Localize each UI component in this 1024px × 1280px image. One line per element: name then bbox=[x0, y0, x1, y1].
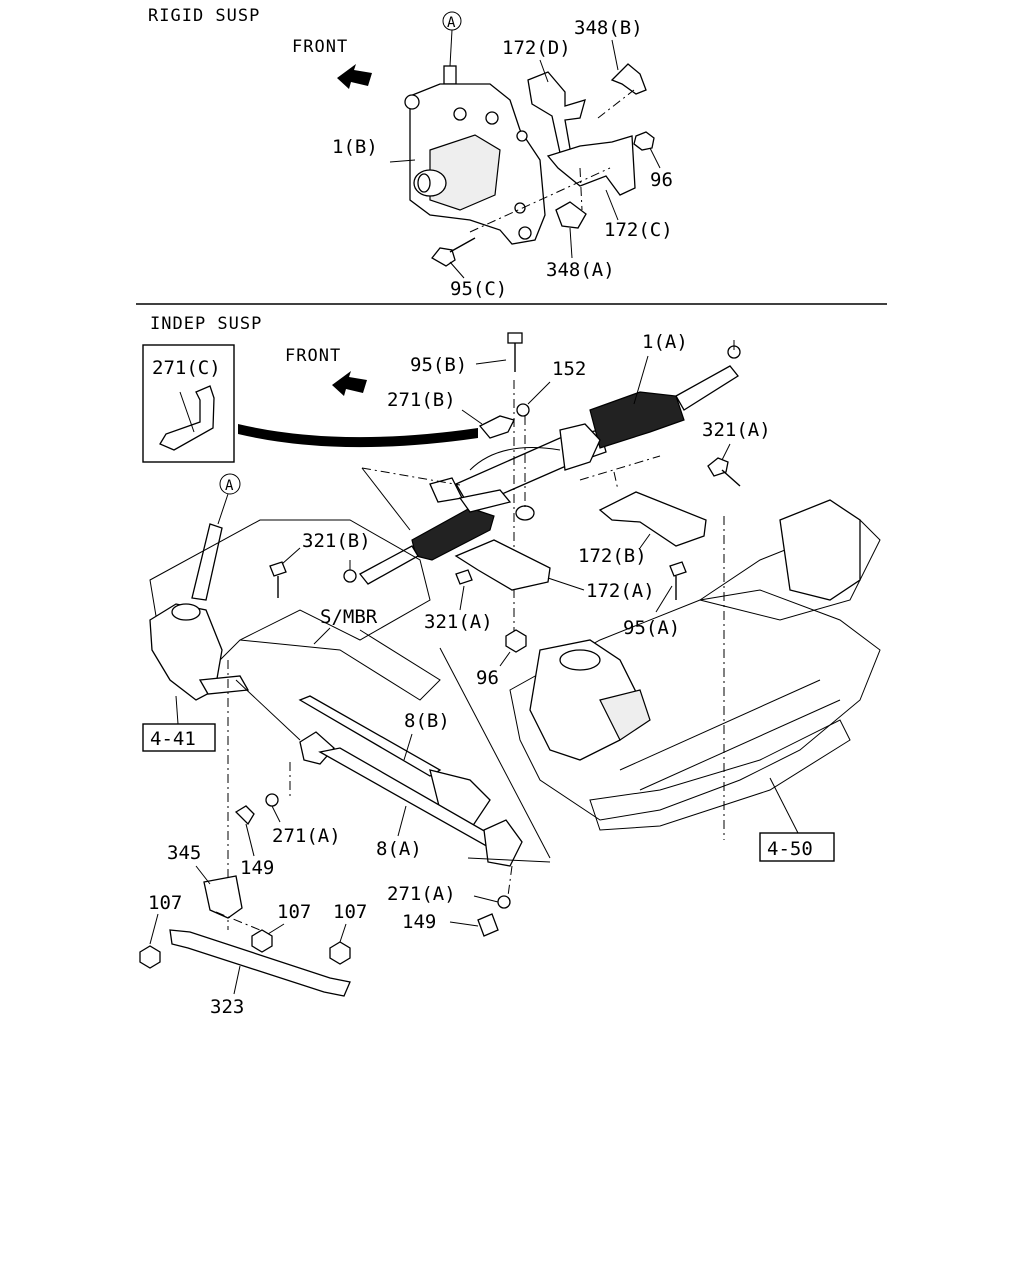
inset-box-271c bbox=[142, 344, 235, 463]
bracket-271b bbox=[478, 415, 515, 439]
bracket-172d bbox=[527, 71, 586, 163]
label-107-right: 107 bbox=[333, 901, 367, 923]
bracket-172b bbox=[598, 491, 707, 547]
label-271c: 271(C) bbox=[152, 357, 221, 379]
label-107-mid: 107 bbox=[277, 901, 311, 923]
label-348b: 348(B) bbox=[574, 17, 643, 39]
label-271b: 271(B) bbox=[387, 389, 456, 411]
front-label-top: FRONT bbox=[292, 37, 348, 57]
front-label-bottom: FRONT bbox=[285, 346, 341, 366]
label-321a-right: 321(A) bbox=[702, 419, 771, 441]
bracket-172a bbox=[454, 539, 551, 591]
bolt-95c-head bbox=[431, 247, 456, 267]
label-149-left: 149 bbox=[240, 857, 274, 879]
ref-label-4-50: 4-50 bbox=[767, 838, 813, 860]
label-348a: 348(A) bbox=[546, 259, 615, 281]
bolt-149-right bbox=[477, 913, 499, 937]
ref-box-4-41 bbox=[142, 723, 216, 752]
inset-leader-swoosh bbox=[238, 424, 478, 448]
front-arrow-top-icon bbox=[337, 64, 372, 89]
label-8a: 8(A) bbox=[376, 838, 422, 860]
label-s-mbr: S/MBR bbox=[320, 606, 378, 628]
clamp-348a bbox=[555, 201, 587, 229]
bracket-271c bbox=[159, 385, 215, 451]
label-321a-mid: 321(A) bbox=[424, 611, 493, 633]
section-title-rigid-susp: RIGID SUSP bbox=[148, 6, 260, 26]
front-arrow-bottom-icon bbox=[332, 371, 367, 396]
label-172d: 172(D) bbox=[502, 37, 571, 59]
bolt-149-left bbox=[234, 805, 255, 826]
bolt-95a bbox=[669, 561, 687, 577]
u-joint-8a-top bbox=[299, 731, 335, 765]
rod-323 bbox=[169, 929, 351, 997]
nut-107-right bbox=[329, 941, 351, 965]
bracket-172c bbox=[546, 135, 636, 196]
label-271a-right: 271(A) bbox=[387, 883, 456, 905]
bolt-95b-head bbox=[507, 332, 523, 344]
vehicle-frame bbox=[509, 499, 881, 831]
steering-gearbox-assembly: A bbox=[389, 11, 546, 245]
label-96-top: 96 bbox=[650, 169, 673, 191]
label-1a: 1(A) bbox=[642, 331, 688, 353]
ref-label-4-41: 4-41 bbox=[150, 728, 196, 750]
label-107-left: 107 bbox=[148, 892, 182, 914]
clamp-348b bbox=[610, 63, 647, 95]
nut-96-bottom bbox=[505, 629, 527, 653]
callout-a-bottom: A bbox=[225, 478, 234, 494]
nut-96-top bbox=[633, 131, 655, 151]
label-95a: 95(A) bbox=[623, 617, 680, 639]
bolt-321a-mid bbox=[455, 569, 473, 585]
label-8b: 8(B) bbox=[404, 710, 450, 732]
label-345: 345 bbox=[167, 842, 201, 864]
label-323: 323 bbox=[210, 996, 244, 1018]
nut-107-left bbox=[139, 945, 161, 969]
bolt-321b bbox=[269, 561, 287, 577]
rack-boot-right bbox=[589, 391, 685, 449]
section-title-indep-susp: INDEP SUSP bbox=[150, 314, 262, 334]
label-152: 152 bbox=[552, 358, 586, 380]
u-joint-8a-bottom bbox=[483, 819, 523, 867]
ref-box-4-50 bbox=[759, 832, 835, 862]
label-172c: 172(C) bbox=[604, 219, 673, 241]
label-95b: 95(B) bbox=[410, 354, 467, 376]
rack-and-pinion-assembly bbox=[343, 340, 741, 585]
nut-107-mid bbox=[251, 929, 273, 953]
label-149-right: 149 bbox=[402, 911, 436, 933]
label-1b: 1(B) bbox=[332, 136, 378, 158]
callout-a-top: A bbox=[447, 15, 456, 31]
label-96-bottom: 96 bbox=[476, 667, 499, 689]
callout-a-bottom-circle bbox=[219, 473, 241, 495]
label-321b: 321(B) bbox=[302, 530, 371, 552]
label-172b: 172(B) bbox=[578, 545, 647, 567]
steering-shaft bbox=[191, 523, 223, 601]
label-95c: 95(C) bbox=[450, 278, 507, 300]
label-172a: 172(A) bbox=[586, 580, 655, 602]
label-271a-left: 271(A) bbox=[272, 825, 341, 847]
bracket-345 bbox=[203, 875, 243, 919]
